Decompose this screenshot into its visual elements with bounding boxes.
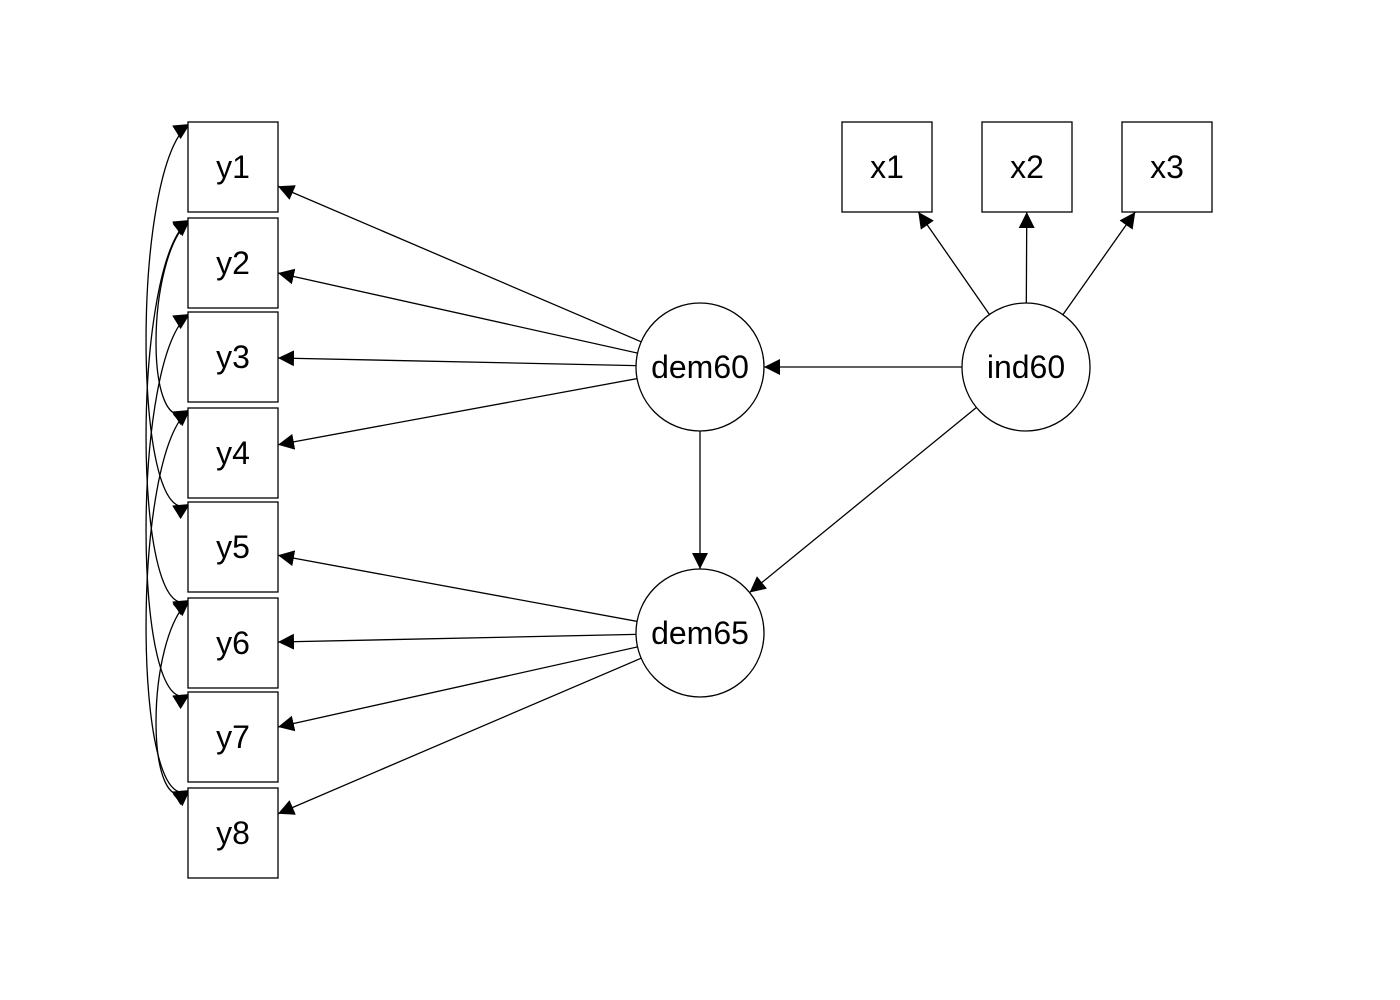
edge-dem60-to-y2 xyxy=(277,268,638,354)
node-y8: y8 xyxy=(187,787,279,879)
edge-dem65-to-y5 xyxy=(277,550,638,623)
edge-dem60-to-y4 xyxy=(277,377,638,450)
covariance-y6-y8 xyxy=(155,599,191,807)
node-y5: y5 xyxy=(187,501,279,593)
node-label-x3: x3 xyxy=(1150,149,1184,185)
node-label-y4: y4 xyxy=(216,435,250,471)
node-y7: y7 xyxy=(187,691,279,783)
node-y2: y2 xyxy=(187,217,279,309)
node-label-y2: y2 xyxy=(216,245,250,281)
node-label-y8: y8 xyxy=(216,815,250,851)
edge-dem65-to-y7 xyxy=(277,646,638,732)
edge-dem60-to-y3 xyxy=(277,350,637,367)
edge-dem65-to-y6 xyxy=(277,633,637,650)
node-label-y3: y3 xyxy=(216,339,250,375)
node-label-y5: y5 xyxy=(216,529,250,565)
edge-dem65-to-y8 xyxy=(277,657,642,815)
node-y1: y1 xyxy=(187,121,279,213)
edge-dem60-to-y1 xyxy=(277,185,642,343)
node-label-y6: y6 xyxy=(216,625,250,661)
covariance-y3-y7 xyxy=(145,313,191,710)
node-label-y1: y1 xyxy=(216,149,250,185)
covariance-y2-y6 xyxy=(145,219,191,616)
node-y4: y4 xyxy=(187,407,279,499)
edge-ind60-to-dem65 xyxy=(749,406,977,594)
node-label-dem65: dem65 xyxy=(651,615,749,651)
node-ind60: ind60 xyxy=(961,302,1091,432)
node-y6: y6 xyxy=(187,597,279,689)
node-dem60: dem60 xyxy=(635,302,765,432)
node-x2: x2 xyxy=(981,121,1073,213)
node-label-ind60: ind60 xyxy=(987,349,1065,385)
node-label-dem60: dem60 xyxy=(651,349,749,385)
node-dem65: dem65 xyxy=(635,568,765,698)
edges-layer xyxy=(145,123,1136,815)
covariance-y1-y5 xyxy=(145,123,191,520)
edge-ind60-to-x3 xyxy=(1062,211,1136,316)
node-y3: y3 xyxy=(187,311,279,403)
node-label-x2: x2 xyxy=(1010,149,1044,185)
node-x3: x3 xyxy=(1121,121,1213,213)
covariance-y4-y8 xyxy=(145,409,191,806)
node-x1: x1 xyxy=(841,121,933,213)
node-label-y7: y7 xyxy=(216,719,250,755)
edge-ind60-to-x1 xyxy=(917,211,991,315)
nodes-layer: y1 y2 y3 y4 y5 y6 y7 y8 xyxy=(187,121,1213,879)
node-label-x1: x1 xyxy=(870,149,904,185)
